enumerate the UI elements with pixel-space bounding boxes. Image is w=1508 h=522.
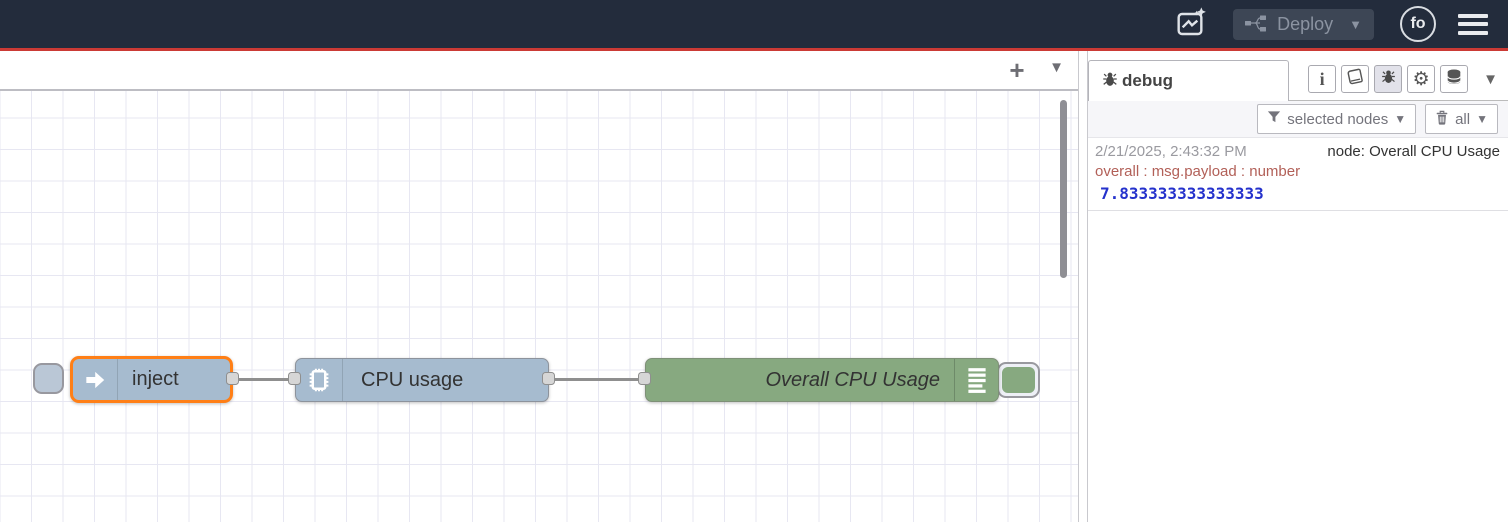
deploy-button[interactable]: Deploy ▼ [1233,8,1374,40]
node-debug-overall-cpu[interactable]: Overall CPU Usage [645,358,999,402]
debug-output-list-icon [954,359,998,401]
config-nodes-tab-button[interactable]: ⚙ [1407,65,1436,93]
header-accent-line [0,48,1508,51]
add-flow-button[interactable]: + [1009,54,1025,85]
debug-message-timestamp: 2/21/2025, 2:43:32 PM [1095,143,1247,160]
filter-caret-icon: ▼ [1394,112,1407,126]
node-cpu-usage-label: CPU usage [361,368,464,391]
node-debug-label: Overall CPU Usage [765,368,940,391]
workspace: + ▼ inject [0,51,1078,522]
sidebar-options-caret-icon[interactable]: ▼ [1483,70,1498,88]
user-avatar-initials: fo [1410,15,1426,32]
wire-inject-to-cpu[interactable] [233,378,295,381]
sidebar-toolbar: i [1308,65,1498,93]
ai-assistant-icon [1176,6,1208,43]
funnel-icon [1267,110,1281,128]
clear-caret-icon: ▼ [1476,112,1488,126]
flow-list-caret-icon[interactable]: ▼ [1049,59,1064,76]
deploy-button-label: Deploy [1277,13,1334,34]
database-icon [1445,68,1463,91]
debug-tab-button[interactable] [1374,65,1403,93]
debug-clear-button[interactable]: all ▼ [1425,104,1498,134]
microchip-icon [296,359,343,401]
debug-clear-label: all [1455,110,1471,128]
tab-debug[interactable]: debug [1088,60,1289,101]
deploy-options-caret-icon[interactable]: ▼ [1349,16,1362,32]
bug-icon [1380,68,1397,90]
node-inject-label: inject [132,368,179,390]
debug-message-value: 7.833333333333333 [1100,184,1264,203]
inject-arrow-icon [73,359,118,400]
header-bar: Deploy ▼ fo [0,0,1508,48]
tab-debug-label: debug [1122,71,1173,90]
flow-tab-bar: + ▼ [0,51,1078,91]
deploy-icon [1245,14,1267,34]
trash-icon [1435,110,1449,129]
gear-icon: ⚙ [1412,68,1430,90]
debug-message-node-name: node: Overall CPU Usage [1327,143,1500,160]
book-icon [1346,68,1364,91]
flow-canvas[interactable]: inject CPU usage [0,91,1078,522]
canvas-vertical-scrollbar[interactable] [1060,100,1067,278]
debug-filter-label: selected nodes [1287,110,1389,128]
debug-message-list: 2/21/2025, 2:43:32 PM node: Overall CPU … [1088,137,1508,522]
node-cpu-usage[interactable]: CPU usage [295,358,549,402]
cpu-output-port[interactable] [542,372,555,385]
wire-cpu-to-debug[interactable] [549,378,645,381]
bug-icon [1101,70,1119,93]
info-tab-button[interactable]: i [1308,65,1337,93]
context-data-tab-button[interactable] [1440,65,1469,93]
sidebar-tab-row: debug i [1088,51,1508,101]
inject-trigger-button[interactable] [33,363,64,394]
ai-assistant-button[interactable] [1175,6,1209,43]
node-inject[interactable]: inject [70,356,233,403]
inject-output-port[interactable] [226,372,239,385]
main-menu-button[interactable] [1458,13,1488,35]
cpu-input-port[interactable] [288,372,301,385]
debug-filter-row: selected nodes ▼ all ▼ [1088,101,1508,137]
main-area: + ▼ inject [0,51,1508,522]
debug-filter-button[interactable]: selected nodes ▼ [1257,104,1417,134]
debug-enable-toggle[interactable] [997,362,1040,398]
debug-message[interactable]: 2/21/2025, 2:43:32 PM node: Overall CPU … [1088,137,1508,211]
hamburger-icon [1458,13,1488,18]
debug-input-port[interactable] [638,372,651,385]
debug-sidebar: debug i [1088,51,1508,522]
info-icon: i [1319,68,1325,89]
help-tab-button[interactable] [1341,65,1370,93]
debug-message-property: overall : msg.payload : number [1095,163,1301,180]
sidebar-resize-handle[interactable] [1078,51,1088,522]
user-avatar[interactable]: fo [1400,6,1436,42]
